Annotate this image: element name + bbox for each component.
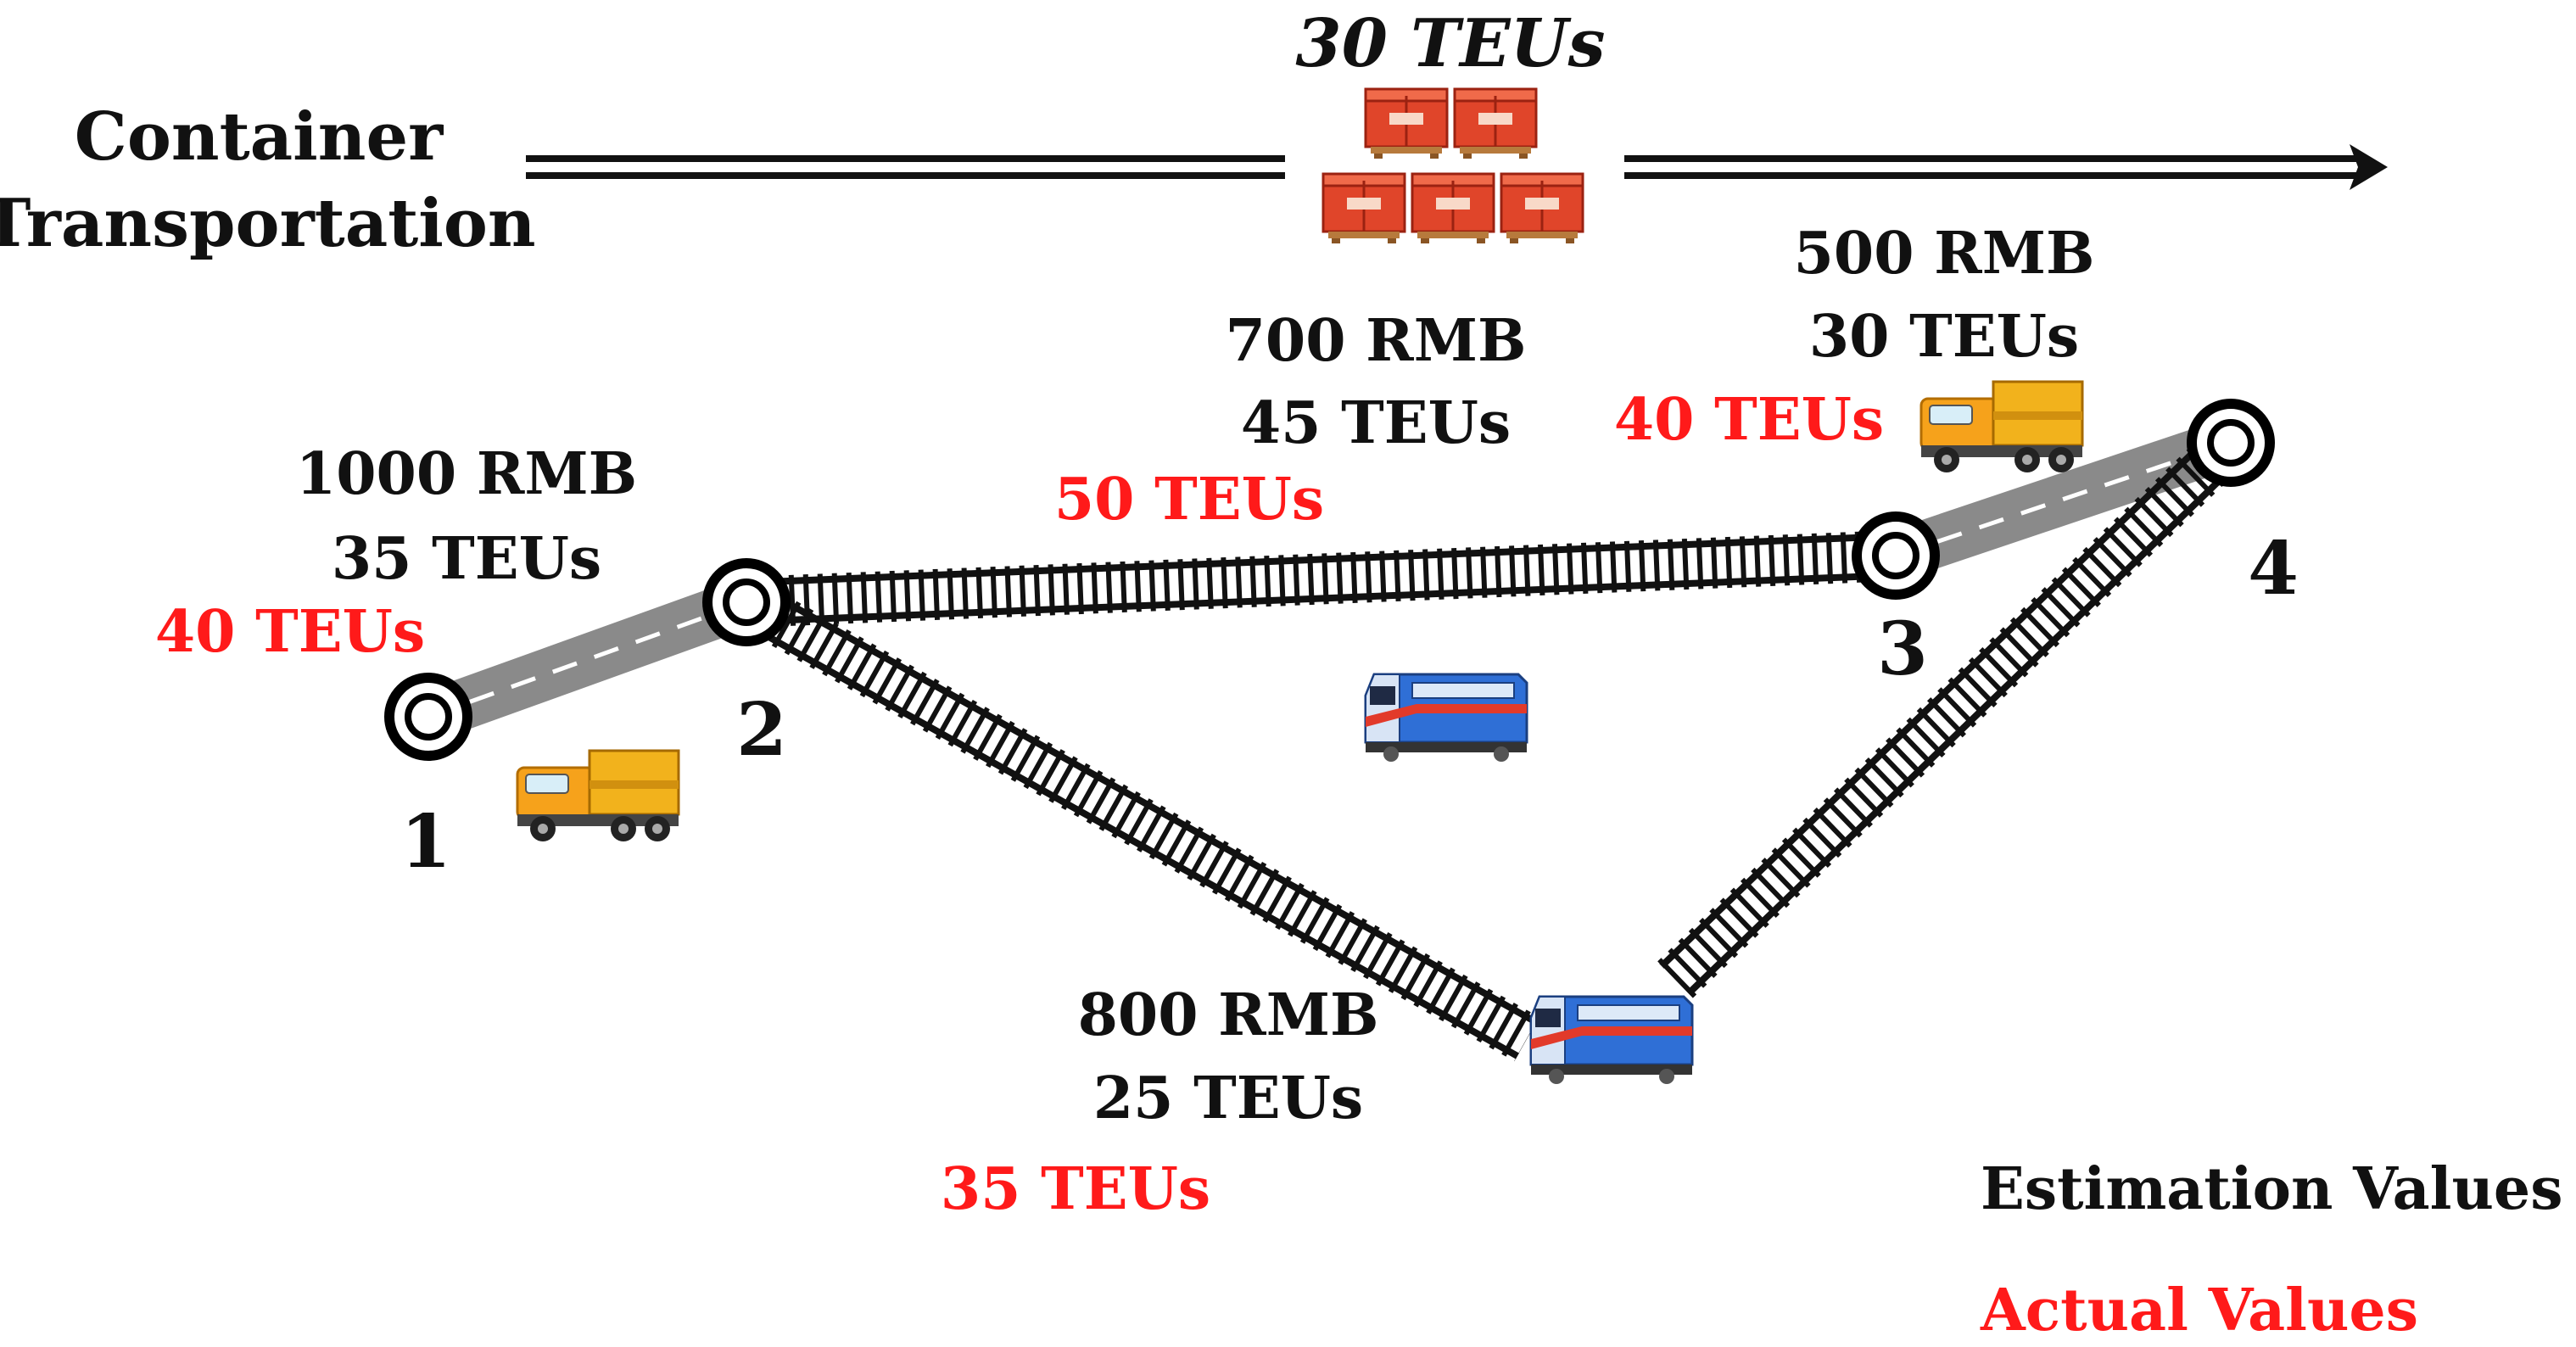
- link-3-4-road: [1887, 418, 2239, 580]
- link-1-2-actual: 40 TEUs: [155, 598, 425, 666]
- container-transportation-arrow: [526, 144, 2388, 190]
- link-2-3-actual: 50 TEUs: [1054, 466, 1324, 534]
- link-1-2-road: [419, 578, 756, 741]
- link-1-2-cost: 1000 RMB: [296, 440, 637, 508]
- link-3-4-cost: 500 RMB: [1794, 220, 2095, 288]
- node-1-label: 1: [400, 799, 451, 885]
- link-3-4-estimate: 30 TEUs: [1809, 303, 2079, 371]
- link-2-3-rail: [745, 530, 1897, 628]
- node-4: [2187, 399, 2275, 487]
- node-3: [1852, 511, 1940, 600]
- title-line-1: Container: [75, 98, 444, 176]
- legend-estimation: Estimation Values: [1981, 1155, 2562, 1223]
- node-1: [384, 673, 472, 761]
- container-stack-icon: [1322, 87, 1584, 245]
- link-3-4-actual: 40 TEUs: [1614, 386, 1884, 454]
- link-2-3-cost: 700 RMB: [1226, 307, 1527, 375]
- legend-actual: Actual Values: [1980, 1277, 2418, 1344]
- link-2-4-rail-south: [734, 579, 1539, 1062]
- title-line-2: Transportation: [0, 185, 536, 262]
- link-1-2-estimate: 35 TEUs: [332, 525, 601, 593]
- node-4-label: 4: [2248, 526, 2299, 612]
- node-2: [702, 558, 791, 646]
- truck-icon: [516, 749, 680, 843]
- link-4-rail-diagonal: [1657, 424, 2249, 998]
- link-2-3-estimate: 45 TEUs: [1241, 389, 1511, 457]
- node-3-label: 3: [1877, 606, 1928, 692]
- link-2-4-cost: 800 RMB: [1078, 981, 1379, 1049]
- link-2-4-actual: 35 TEUs: [941, 1155, 1210, 1223]
- truck-icon: [1919, 380, 2084, 474]
- node-2-label: 2: [736, 687, 787, 773]
- train-icon: [1529, 995, 1694, 1086]
- train-icon: [1364, 673, 1528, 763]
- cargo-label: 30 TEUs: [1295, 5, 1605, 82]
- link-2-4-estimate: 25 TEUs: [1093, 1065, 1363, 1132]
